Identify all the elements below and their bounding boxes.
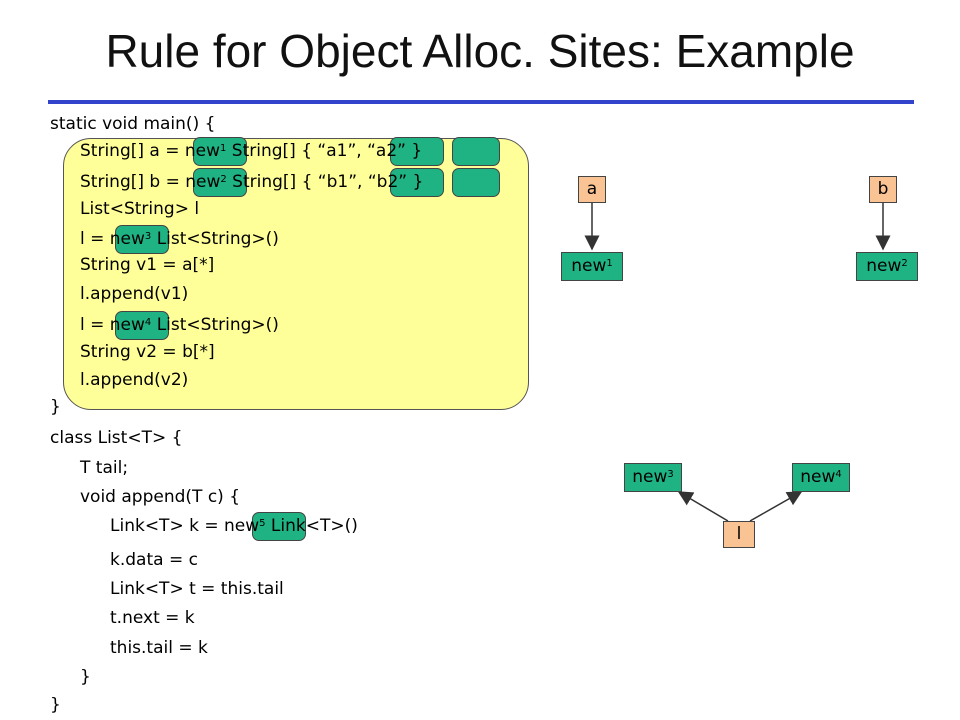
- code-class-close: }: [50, 695, 61, 715]
- code-tail-decl: T tail;: [80, 458, 129, 478]
- node-var-l: l: [723, 521, 755, 548]
- node-obj-new1: new1: [561, 252, 623, 281]
- literal-highlight-b2: [452, 168, 500, 197]
- code-append-close: }: [80, 667, 91, 687]
- alloc-highlight-new5: [252, 512, 306, 541]
- code-append-header: void append(T c) {: [80, 487, 241, 507]
- edge-l-new3: [677, 491, 729, 522]
- code-line-thistail: this.tail = k: [110, 638, 208, 658]
- code-line-kdata: k.data = c: [110, 550, 198, 570]
- code-line-link: Link<T> k = new5 Link<T>(): [110, 516, 358, 536]
- code-line-b: String[] b = new2 String[] { “b1”, “b2” …: [80, 172, 424, 192]
- node-obj-new3: new3: [624, 463, 682, 492]
- code-line-a: String[] a = new1 String[] { “a1”, “a2” …: [80, 141, 423, 161]
- alloc-highlight-new3: [115, 225, 169, 254]
- code-line-v2: String v2 = b[*]: [80, 342, 215, 362]
- code-line-v1: String v1 = a[*]: [80, 255, 215, 275]
- literal-highlight-b1: [390, 168, 444, 197]
- code-main-close: }: [50, 397, 61, 417]
- node-var-a: a: [578, 176, 606, 203]
- alloc-highlight-new2: [193, 168, 247, 197]
- node-obj-new2: new2: [856, 252, 918, 281]
- slide-title: Rule for Object Alloc. Sites: Example: [105, 25, 855, 77]
- edge-l-new4: [749, 491, 803, 522]
- title-underline: [48, 100, 914, 104]
- node-obj-new4: new4: [792, 463, 850, 492]
- code-line-tnext: t.next = k: [110, 608, 195, 628]
- code-line-append2: l.append(v2): [80, 370, 189, 390]
- literal-highlight-a1: [390, 137, 444, 166]
- code-line-l2: l = new4 List<String>(): [80, 315, 279, 335]
- code-line-l1: l = new3 List<String>(): [80, 229, 279, 249]
- main-body-highlight: [63, 138, 529, 410]
- literal-highlight-a2: [452, 137, 500, 166]
- alloc-highlight-new4: [115, 311, 169, 340]
- code-main-header: static void main() {: [50, 114, 216, 134]
- code-line-tail: Link<T> t = this.tail: [110, 579, 284, 599]
- code-class-header: class List<T> {: [50, 428, 183, 448]
- code-line-append1: l.append(v1): [80, 284, 189, 304]
- code-list-decl: List<String> l: [80, 199, 200, 219]
- node-var-b: b: [869, 176, 897, 203]
- alloc-highlight-new1: [193, 137, 247, 166]
